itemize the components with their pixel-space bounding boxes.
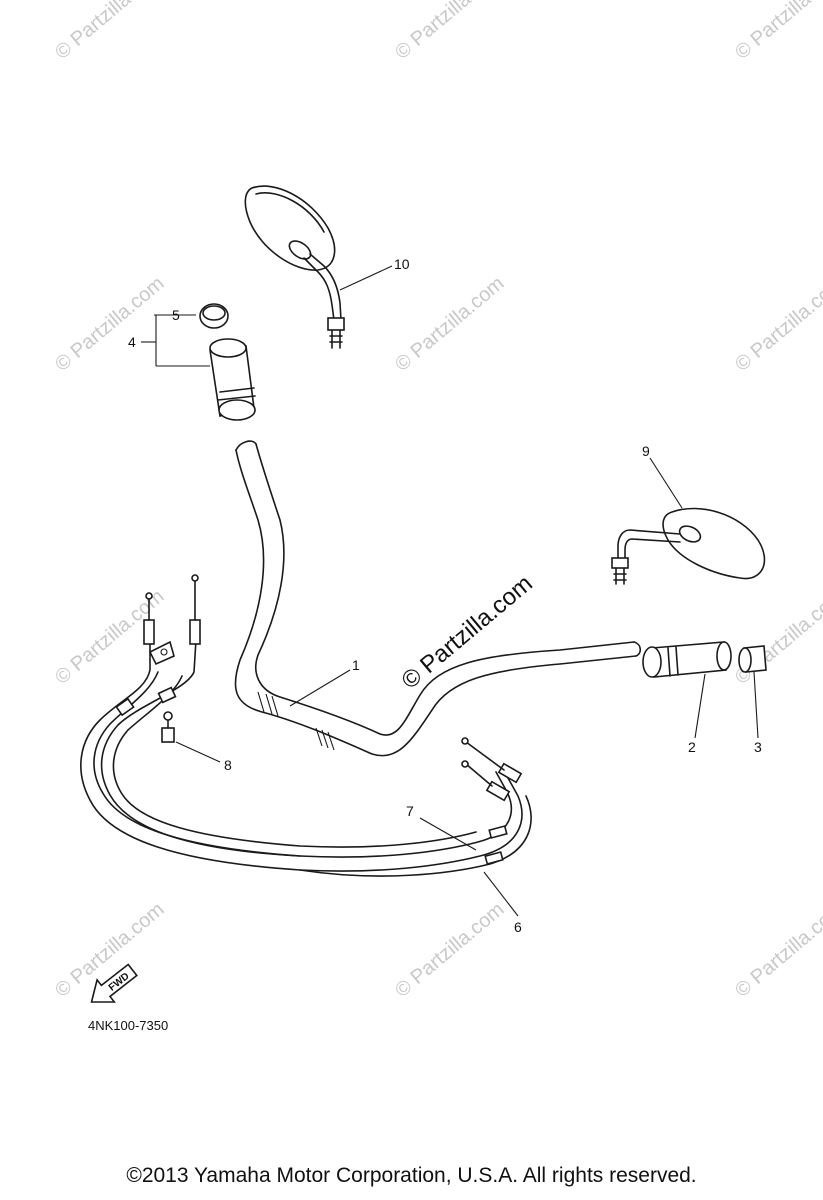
callout-10: 10 <box>394 256 410 272</box>
callout-4: 4 <box>128 334 136 350</box>
callout-3: 3 <box>754 739 762 755</box>
grip-end-right <box>738 645 767 673</box>
grip-end-left <box>199 303 229 329</box>
watermark: © Partzilla.com <box>731 585 823 688</box>
watermark: © Partzilla.com <box>391 272 508 375</box>
grip-right <box>642 641 732 678</box>
watermarks: © Partzilla.com © Partzilla.com © Partzi… <box>51 0 823 1002</box>
handlebar <box>234 440 642 757</box>
callout-2: 2 <box>688 739 696 755</box>
watermark: © Partzilla.com <box>51 272 168 375</box>
watermark: © Partzilla.com <box>51 0 168 64</box>
diagram-code: 4NK100-7350 <box>88 1018 169 1033</box>
watermark: © Partzilla.com <box>731 272 823 375</box>
callout-5: 5 <box>172 307 180 323</box>
mirror-right <box>611 507 766 585</box>
watermark: © Partzilla.com <box>731 898 823 1001</box>
callout-8: 8 <box>224 757 232 773</box>
watermark: © Partzilla.com <box>731 0 823 64</box>
callout-1: 1 <box>352 657 360 673</box>
mirror-left <box>244 185 345 349</box>
copyright-notice: ©2013 Yamaha Motor Corporation, U.S.A. A… <box>126 1164 697 1187</box>
watermark: © Partzilla.com <box>391 898 508 1001</box>
watermark: © Partzilla.com <box>391 0 508 64</box>
callout-9: 9 <box>642 443 650 459</box>
callout-labels: 10 5 4 9 1 2 3 8 7 6 <box>128 256 762 935</box>
grip-assembly-left <box>209 338 256 421</box>
throttle-cables <box>80 574 532 877</box>
callout-7: 7 <box>406 803 414 819</box>
bolt <box>161 711 175 743</box>
watermark-center: © Partzilla.com <box>397 570 538 695</box>
callout-6: 6 <box>514 919 522 935</box>
leader-lines <box>141 265 759 917</box>
